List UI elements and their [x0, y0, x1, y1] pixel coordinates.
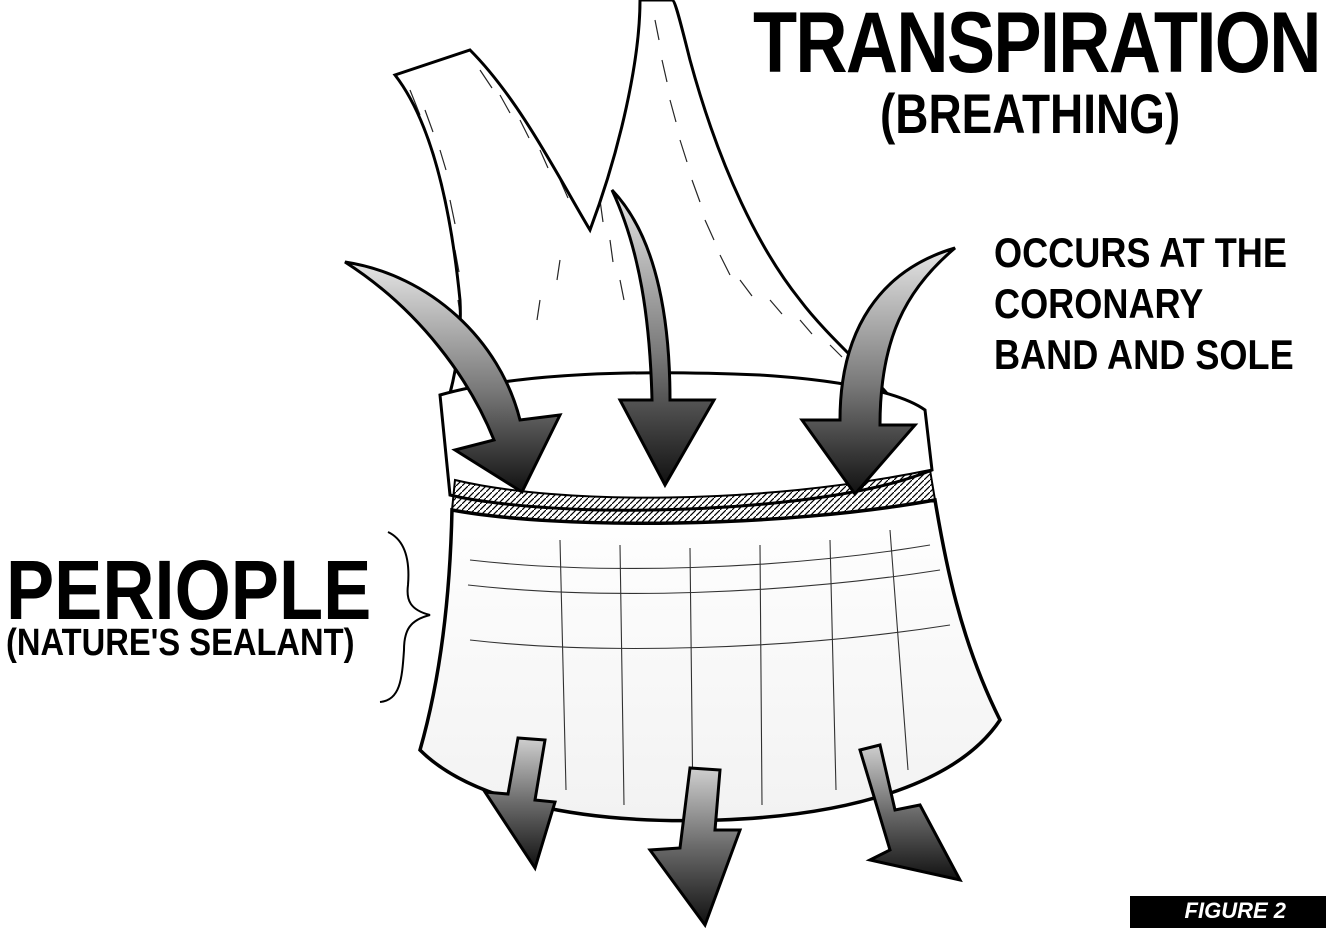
periople-sublabel: (NATURE'S SEALANT)	[6, 624, 354, 662]
periople-brace	[380, 532, 430, 702]
occurs-label-line-1: OCCURS AT THE	[994, 232, 1287, 274]
figure-number-label: FIGURE 2	[1185, 900, 1286, 922]
diagram-subtitle: (BREATHING)	[880, 86, 1180, 142]
figure-badge: FIGURE 2	[1130, 896, 1326, 928]
diagram-title: TRANSPIRATION	[753, 0, 1320, 86]
periople-label: PERIOPLE	[6, 548, 371, 632]
occurs-label-line-3: BAND AND SOLE	[994, 334, 1294, 376]
occurs-label-line-2: CORONARY	[994, 283, 1203, 325]
